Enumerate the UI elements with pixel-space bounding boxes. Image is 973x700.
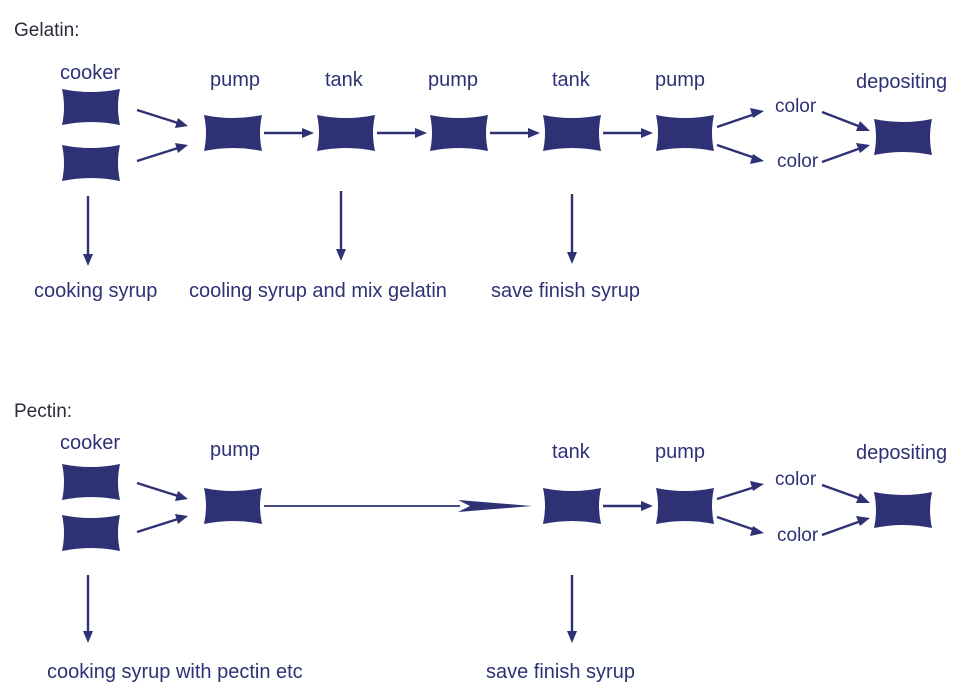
gelatin-blocks — [62, 89, 932, 181]
pectin-tank-label: tank — [552, 441, 590, 463]
pectin-pump1-block — [204, 488, 262, 524]
pectin-note-save: save finish syrup — [486, 661, 635, 683]
gelatin-tank2-label: tank — [552, 69, 590, 91]
pectin-arrows — [83, 481, 870, 643]
gelatin-pump3-label: pump — [655, 69, 706, 91]
pectin-color-bottom-label: color — [777, 525, 819, 546]
gelatin-depositing-label: depositing — [856, 71, 948, 93]
pectin-pump2-block — [656, 488, 714, 524]
pectin-cooker-label: cooker — [60, 432, 121, 454]
pectin-pump2-label: pump — [655, 441, 706, 463]
gelatin-note-save: save finish syrup — [491, 280, 640, 302]
pectin-cooker-block-top — [62, 464, 120, 500]
gelatin-color-bottom-label: color — [777, 151, 819, 172]
pectin-tank-block — [543, 488, 601, 524]
gelatin-depositing-block — [874, 119, 932, 155]
gelatin-pump1-label: pump — [210, 69, 261, 91]
gelatin-cooker-label: cooker — [60, 62, 121, 84]
pectin-pump1-label: pump — [210, 439, 261, 461]
gelatin-cooker-block-bottom — [62, 145, 120, 181]
gelatin-note-cooling: cooling syrup and mix gelatin — [189, 280, 447, 302]
pectin-depositing-label: depositing — [856, 442, 948, 464]
pectin-cooker-block-bottom — [62, 515, 120, 551]
gelatin-tank1-label: tank — [325, 69, 363, 91]
gelatin-color-top-label: color — [775, 96, 817, 117]
gelatin-tank2-block — [543, 115, 601, 151]
pectin-section-title: Pectin: — [14, 401, 73, 422]
gelatin-note-cooking: cooking syrup — [34, 280, 158, 302]
pectin-depositing-block — [874, 492, 932, 528]
gelatin-tank1-block — [317, 115, 375, 151]
pectin-color-top-label: color — [775, 469, 817, 490]
gelatin-pump1-block — [204, 115, 262, 151]
gelatin-pump2-block — [430, 115, 488, 151]
pectin-blocks — [62, 464, 932, 551]
gelatin-arrows — [83, 108, 870, 266]
gelatin-pump3-block — [656, 115, 714, 151]
gelatin-pump2-label: pump — [428, 69, 479, 91]
gelatin-section-title: Gelatin: — [14, 20, 80, 41]
gelatin-cooker-block-top — [62, 89, 120, 125]
pectin-note-cooking: cooking syrup with pectin etc — [47, 661, 303, 683]
